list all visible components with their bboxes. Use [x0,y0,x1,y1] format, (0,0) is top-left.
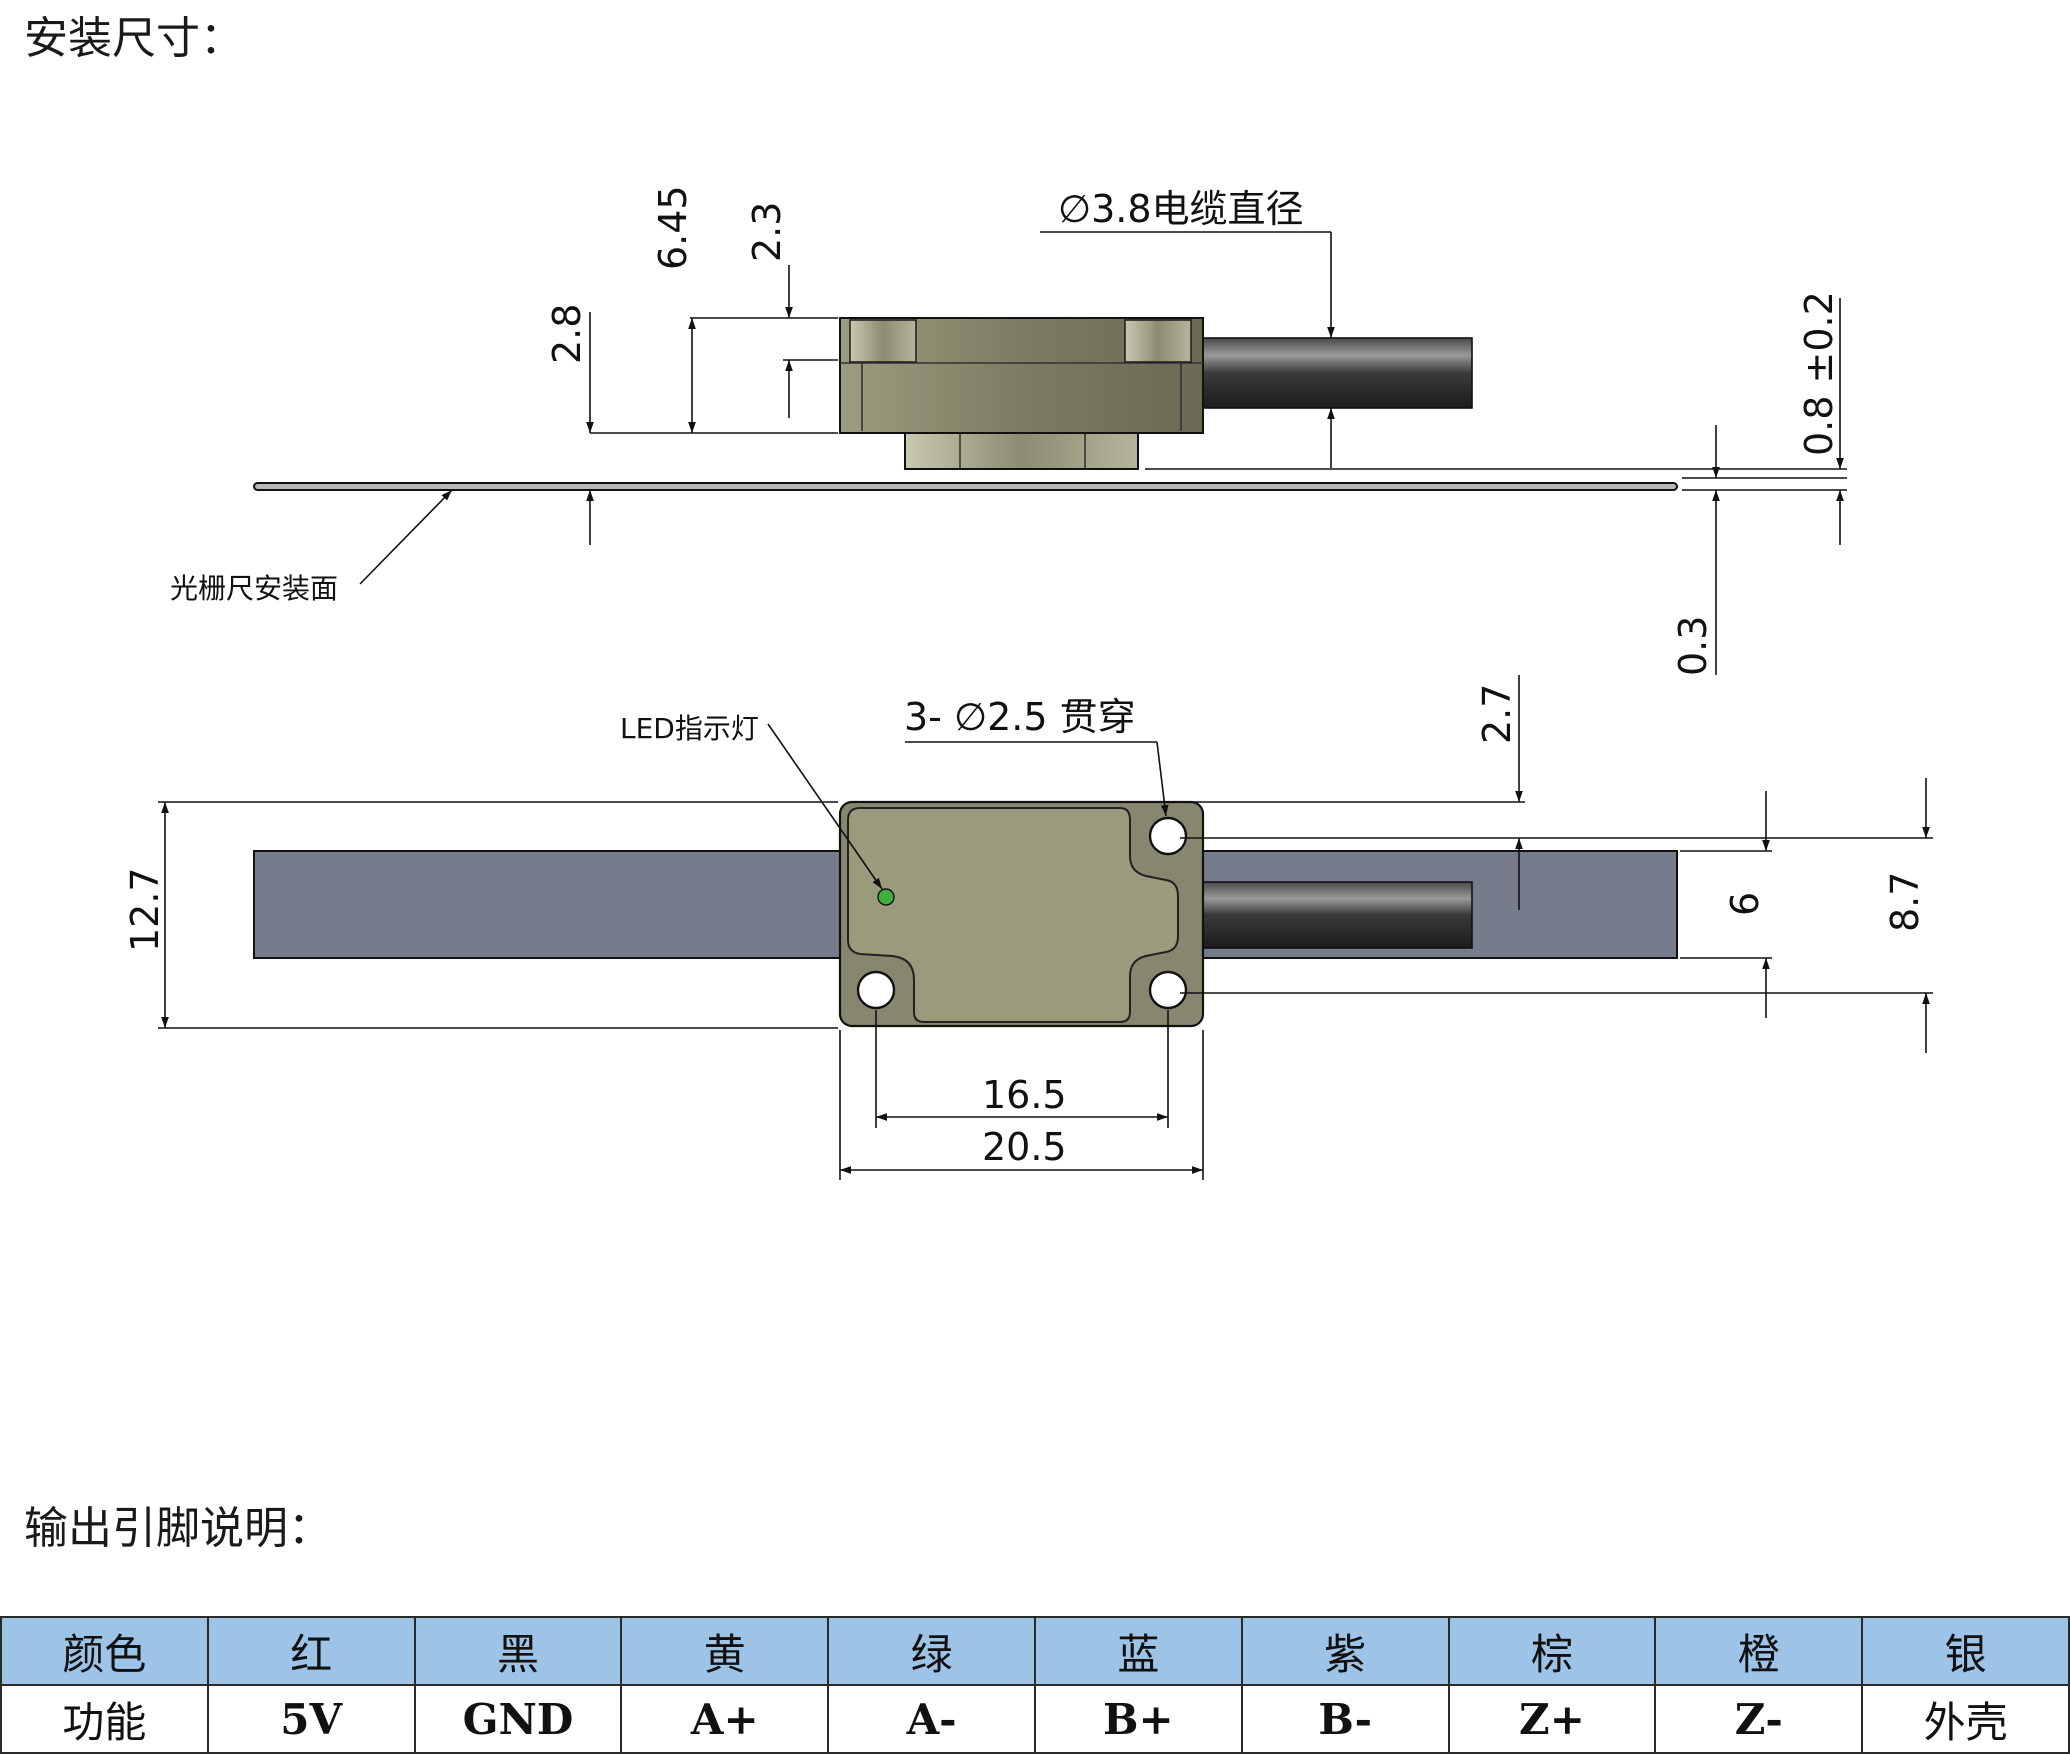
led-indicator [877,888,895,906]
dim-2-3-label: 2.3 [745,202,789,262]
dim-16-5-label: 16.5 [982,1073,1067,1117]
color-yellow: 黄 [620,1616,830,1686]
cable-side [1201,337,1473,409]
function-b-plus: B+ [1033,1684,1243,1754]
color-purple: 紫 [1240,1616,1450,1686]
color-header-cell: 颜色 [0,1616,209,1686]
side-view [253,231,1847,675]
install-title: 安装尺寸： [24,13,244,64]
color-green: 绿 [827,1616,1036,1686]
color-brown: 棕 [1447,1616,1657,1686]
function-shell: 外壳 [1861,1684,2070,1754]
cable-top [1201,881,1473,949]
function-5v: 5V [206,1684,416,1754]
pin-title: 输出引脚说明： [24,1503,332,1554]
dim-6-45-label: 6.45 [651,185,695,270]
color-orange: 橙 [1654,1616,1864,1686]
color-black: 黑 [413,1616,623,1686]
dim-2-8-label: 2.8 [545,304,589,364]
color-red: 红 [206,1616,416,1686]
dim-6-label: 6 [1723,892,1767,916]
mount-hole-bottom-right [1148,970,1188,1010]
dim-2-7-label: 2.7 [1475,684,1519,744]
read-head-boss [904,432,1139,470]
pin-function-row: 功能 5V GND A+ A- B+ B- Z+ Z- 外壳 [0,1684,2070,1754]
holes-label: 3- ∅2.5 贯穿 [904,695,1136,739]
mount-notch-right [1124,319,1192,363]
color-blue: 蓝 [1033,1616,1243,1686]
function-z-plus: Z+ [1447,1684,1657,1754]
top-view [158,675,1933,1180]
pin-color-row: 颜色 红 黑 黄 绿 蓝 紫 棕 橙 银 [0,1616,2070,1686]
dim-0-3-label: 0.3 [1671,616,1715,676]
function-gnd: GND [413,1684,623,1754]
pin-table: 颜色 红 黑 黄 绿 蓝 紫 棕 橙 银 功能 5V GND A+ A- B+ … [0,1616,2070,1754]
dim-12-7-label: 12.7 [123,867,167,952]
dim-8-7-label: 8.7 [1883,872,1927,932]
function-header-cell: 功能 [0,1684,209,1754]
led-label: LED指示灯 [620,712,759,745]
mount-notch-left [849,319,917,363]
scale-strip-side [253,482,1678,491]
cable-diameter-label: ∅3.8电缆直径 [1058,187,1304,231]
function-a-plus: A+ [620,1684,830,1754]
function-z-minus: Z- [1654,1684,1864,1754]
mount-hole-bottom-left [856,970,896,1010]
mechanical-drawing: 6.45 2.3 2.8 ∅3.8电缆直径 0.8 ±0.2 0.3 光栅尺安装… [123,185,1933,1180]
read-head-face [847,807,1179,1023]
dim-20-5-label: 20.5 [982,1125,1067,1169]
function-b-minus: B- [1240,1684,1450,1754]
scale-surface-label: 光栅尺安装面 [170,572,338,605]
dim-0-8-label: 0.8 ±0.2 [1797,291,1841,456]
color-silver: 银 [1861,1616,2070,1686]
function-a-minus: A- [827,1684,1036,1754]
mount-hole-top-right [1148,816,1188,856]
